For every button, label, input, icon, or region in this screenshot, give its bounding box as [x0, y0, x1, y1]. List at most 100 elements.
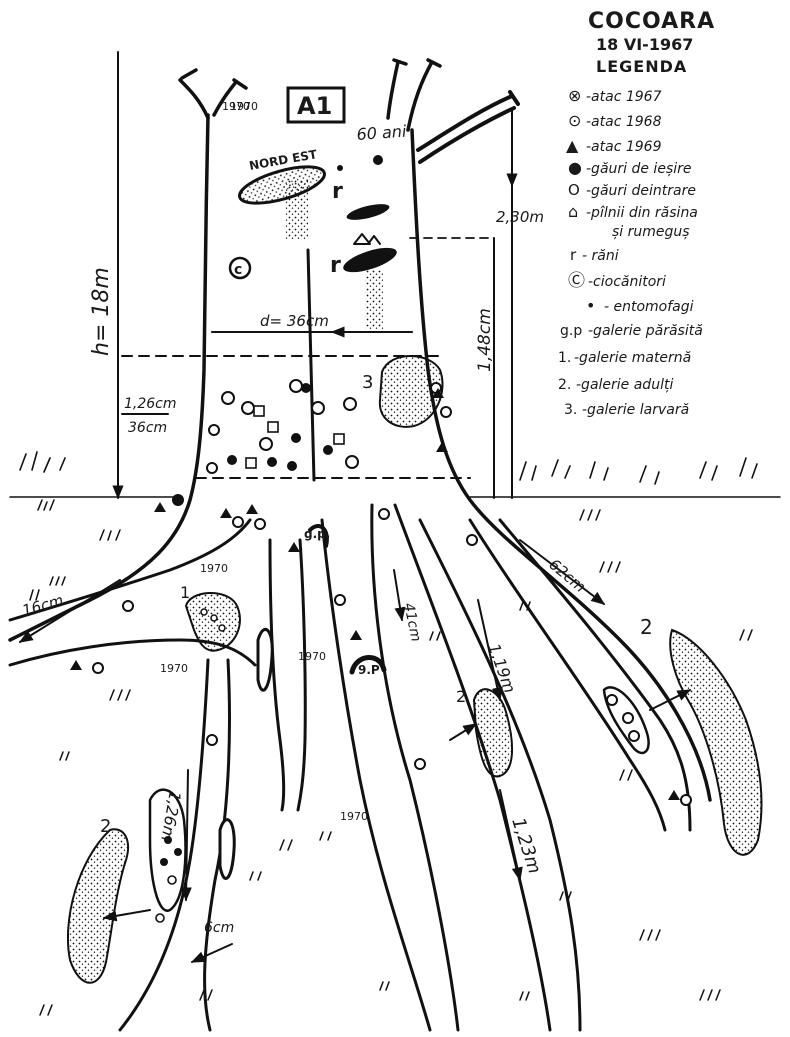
wound-dot: [337, 165, 343, 171]
legend-symbol: ⊙: [568, 111, 581, 130]
legend-label: -găuri deintrare: [586, 183, 696, 199]
height-label: h= 18m: [89, 267, 114, 356]
exit-hole: [174, 848, 182, 856]
root-centre-b: [372, 505, 458, 1030]
legend-item: ⊗ -atac 1967: [568, 86, 662, 105]
year-label: 1970: [340, 810, 368, 823]
legend-label: -galerie adulți: [576, 377, 673, 393]
branch-right-top: [388, 60, 440, 130]
resin-funnel-marker: [268, 422, 278, 432]
entry-hole: [209, 425, 219, 435]
legend-symbol: 3.: [564, 402, 577, 418]
legend-item: g.p -galerie părăsită: [560, 323, 703, 339]
entry-hole: [123, 601, 133, 611]
legend-label: -galerie maternă: [574, 350, 691, 366]
wound-small: [345, 201, 391, 223]
root-mid-label: 41cm: [400, 602, 424, 644]
exit-hole: [267, 457, 277, 467]
legend-symbol: ▲: [566, 136, 579, 155]
abandoned-label: 9.P: [358, 663, 380, 677]
attack-1968-marker: [242, 402, 254, 414]
legend-label: -atac 1967: [586, 89, 662, 105]
legend-item: ● -găuri de ieșire: [568, 158, 692, 177]
trunk-outline-left: [10, 115, 208, 640]
legend-label: -ciocănitori: [588, 274, 666, 290]
legend-label: -atac 1968: [586, 114, 662, 130]
legend: ⊗ -atac 1967 ⊙ -atac 1968 ▲ -atac 1969 ●…: [558, 86, 703, 418]
attack-1968-marker: [344, 398, 356, 410]
trunk-features: A1 60 ani NORD EST 1970 r r c: [222, 88, 408, 278]
gallery-2-label: 2: [456, 687, 466, 706]
legend-symbol: •: [586, 296, 595, 315]
legend-label: și rumeguș: [612, 224, 690, 240]
legend-item: 2. -galerie adulți: [558, 377, 673, 393]
year-label: 1970: [200, 562, 228, 575]
attack-1968-marker: [168, 876, 176, 884]
legend-symbol: ⌂: [568, 202, 578, 221]
bark-stripe: [308, 250, 314, 480]
gallery-2-label: 2: [100, 816, 111, 837]
abandoned-label: g.p.: [304, 527, 330, 541]
exit-hole: [227, 455, 237, 465]
legend-symbol: ⊗: [568, 86, 581, 105]
attack-1967-marker: [312, 402, 324, 414]
resin-funnel: [354, 234, 380, 244]
entry-hole: [255, 519, 265, 529]
attack-1967-marker: [607, 695, 617, 705]
attack-1968-marker: [346, 456, 358, 468]
diagram-header: COCOARA 18 VI-1967 LEGENDA: [588, 9, 715, 76]
legend-item: O -găuri deintrare: [568, 181, 696, 199]
attack-1968-marker: [415, 759, 425, 769]
legend-label: -atac 1969: [586, 139, 662, 155]
legend-item: ▲ -atac 1969: [566, 136, 662, 155]
root-loop: [258, 629, 272, 690]
adult-gallery: [670, 630, 761, 855]
bark-stipple-patch: [365, 270, 383, 330]
band-upper-label: 1,26cm: [124, 396, 177, 412]
legend-label: - răni: [582, 248, 619, 264]
root-tip-label: 6cm: [204, 920, 234, 936]
root-tip-arrow: [192, 944, 232, 962]
root-system: [10, 505, 690, 1030]
legend-item: 3. -galerie larvară: [564, 402, 689, 418]
entry-hole: [207, 463, 217, 473]
maternal-gallery-hole: [211, 615, 217, 621]
legend-item: 1. -galerie maternă: [558, 350, 691, 366]
legend-label: -pîlnii din răsina: [586, 205, 698, 221]
survey-date: 18 VI-1967: [596, 35, 693, 54]
tree-age: 60 ani: [356, 122, 408, 144]
gallery-3-label: 3: [362, 372, 373, 393]
entry-hole: [207, 735, 217, 745]
adult-gallery: [68, 829, 128, 982]
attack-1967-marker: [222, 392, 234, 404]
legend-item: ⌂ -pîlnii din răsina: [568, 202, 698, 221]
attack-1969-marker: [288, 542, 300, 552]
tree-id-label: A1: [297, 92, 332, 120]
attack-1969-marker: [350, 630, 362, 640]
legend-label: - entomofagi: [604, 299, 694, 315]
root-centre-left: [270, 540, 284, 810]
exit-hole: [287, 461, 297, 471]
wound-label: r: [330, 253, 341, 278]
legend-symbol: g.p: [560, 323, 582, 339]
band-height-label: 1,48cm: [475, 308, 495, 372]
maternal-gallery-hole: [201, 609, 207, 615]
maternal-gallery-hole: [219, 625, 225, 631]
exit-hole: [323, 445, 333, 455]
year-label: 1970: [230, 100, 258, 113]
year-label: 1970: [298, 650, 326, 663]
exit-hole: [160, 858, 168, 866]
legend-item: și rumeguș: [612, 224, 690, 240]
legend-symbol: 2.: [558, 377, 571, 393]
legend-item: ⊙ -atac 1968: [568, 111, 662, 130]
wound-dot: [373, 155, 383, 165]
attack-1969-marker: [246, 504, 258, 514]
wound-height-label: 2,30m: [496, 208, 544, 226]
legend-label: -galerie părăsită: [588, 323, 703, 339]
attack-1969-marker: [70, 660, 82, 670]
attack-1968-marker: [156, 914, 164, 922]
root-loop: [220, 820, 234, 879]
diameter-label: d= 36cm: [260, 312, 329, 330]
woodpecker-marker-label: c: [234, 262, 242, 278]
